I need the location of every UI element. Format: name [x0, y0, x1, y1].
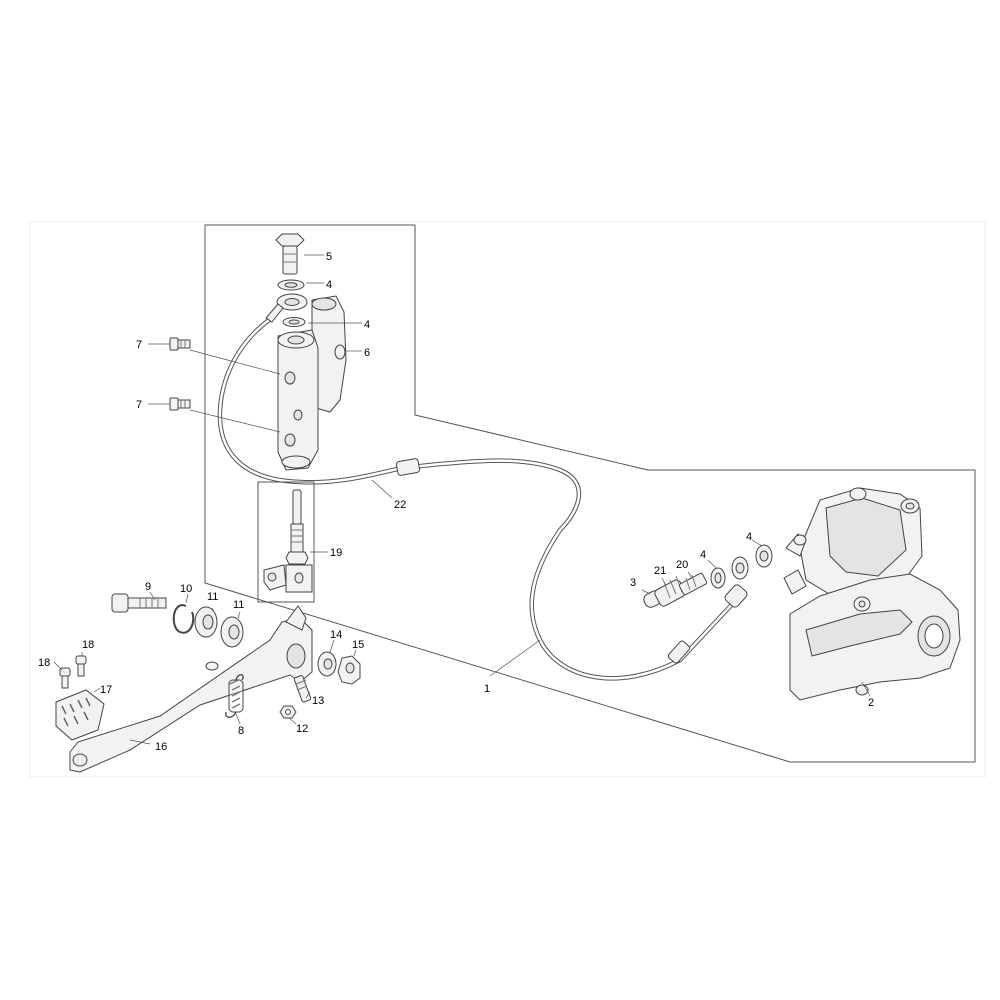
callout-17: 17	[100, 684, 112, 696]
push-rod	[263, 489, 313, 593]
callout-8: 8	[238, 725, 244, 737]
banjo-bolt-caliper	[678, 572, 708, 596]
pedal-bearing	[220, 616, 244, 648]
callout-4: 4	[700, 549, 706, 561]
pedal-bearing	[194, 606, 218, 638]
callout-18: 18	[38, 657, 50, 669]
mounting-bolt	[169, 337, 191, 351]
callout-15: 15	[352, 639, 364, 651]
mounting-bolt	[169, 397, 191, 411]
callout-10: 10	[180, 583, 192, 595]
callout-11: 11	[207, 591, 218, 603]
lock-nut	[279, 705, 297, 719]
callout-11: 11	[233, 599, 244, 611]
pivot-nut	[337, 655, 361, 685]
pedal-pivot-bolt	[111, 593, 167, 613]
callout-2: 2	[868, 697, 874, 709]
push-rod-inset-box	[257, 481, 315, 603]
callout-5: 5	[326, 251, 332, 263]
callout-4: 4	[326, 279, 332, 291]
hose-banjo-fitting	[265, 293, 308, 323]
callout-3: 3	[630, 577, 636, 589]
tip-screw	[59, 667, 71, 689]
page-frame	[29, 221, 986, 778]
banjo-bolt	[275, 233, 305, 275]
adjuster-bolt	[293, 675, 312, 703]
callout-7: 7	[136, 399, 142, 411]
callout-13: 13	[312, 695, 324, 707]
return-spring	[225, 674, 244, 718]
rear-master-cylinder	[277, 295, 347, 471]
callout-4: 4	[746, 531, 752, 543]
circlip	[172, 604, 195, 634]
brake-pedal	[69, 605, 313, 773]
callout-16: 16	[155, 741, 167, 753]
callout-18: 18	[82, 639, 94, 651]
caliper-bracket	[789, 573, 961, 701]
callout-12: 12	[296, 723, 308, 735]
callout-14: 14	[330, 629, 342, 641]
tip-screw	[75, 655, 87, 677]
callout-6: 6	[364, 347, 370, 359]
callout-9: 9	[145, 581, 151, 593]
callout-21: 21	[654, 565, 666, 577]
pivot-washer	[317, 651, 337, 677]
brake-hose	[217, 315, 748, 681]
assembly-outline	[204, 224, 976, 763]
callout-22: 22	[394, 499, 406, 511]
callout-1: 1	[484, 683, 490, 695]
callout-4: 4	[364, 319, 370, 331]
callout-20: 20	[676, 559, 688, 571]
callout-7: 7	[136, 339, 142, 351]
callout-19: 19	[330, 547, 342, 559]
rear-brake-caliper	[783, 487, 923, 605]
pedal-tip	[55, 689, 105, 741]
